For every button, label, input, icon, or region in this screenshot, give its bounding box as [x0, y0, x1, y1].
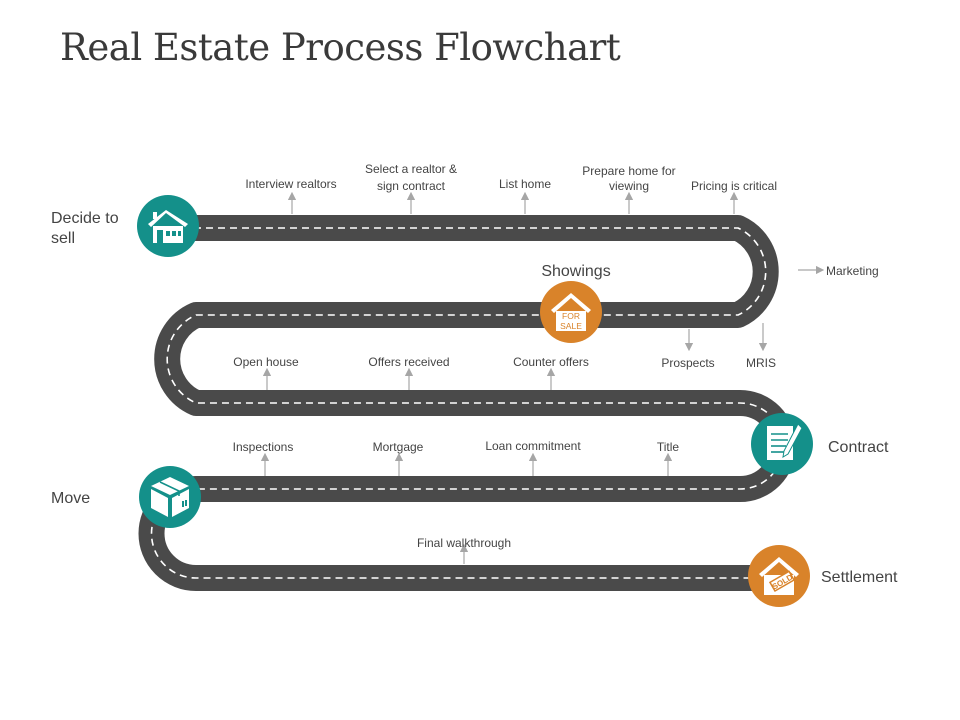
step-arrows	[260, 191, 825, 564]
for-sale-text-line1: FOR	[562, 311, 580, 321]
step-offers-received: Offers received	[368, 355, 449, 369]
stage-move: Move	[51, 490, 90, 507]
step-final-walkthrough: Final walkthrough	[417, 536, 511, 550]
page-title: Real Estate Process Flowchart	[60, 26, 621, 69]
step-inspections: Inspections	[233, 440, 294, 454]
winding-road	[138, 215, 796, 591]
contract-notepad-icon	[751, 413, 813, 475]
step-select-realtor-line1: Select a realtor &	[365, 162, 457, 176]
step-open-house: Open house	[233, 355, 299, 369]
moving-box-icon	[139, 466, 201, 528]
sold-house-icon: SOLD	[748, 545, 810, 607]
step-prepare-home-line2: viewing	[609, 179, 649, 193]
step-list-home: List home	[499, 177, 551, 191]
step-title: Title	[657, 440, 680, 454]
step-prospects: Prospects	[661, 356, 714, 370]
step-marketing: Marketing	[826, 264, 879, 278]
stage-showings: Showings	[541, 263, 610, 280]
step-pricing-critical: Pricing is critical	[691, 179, 777, 193]
for-sale-text-line2: SALE	[560, 321, 582, 331]
step-loan-commitment: Loan commitment	[485, 439, 581, 453]
step-prepare-home-line1: Prepare home for	[582, 164, 675, 178]
step-mris: MRIS	[746, 356, 776, 370]
step-mortgage: Mortgage	[373, 440, 424, 454]
for-sale-sign-icon: FOR SALE	[540, 281, 602, 343]
step-interview-realtors: Interview realtors	[245, 177, 336, 191]
stage-decide-line1: Decide to	[51, 210, 119, 227]
stage-contract: Contract	[828, 439, 889, 456]
step-select-realtor-line2: sign contract	[377, 179, 446, 193]
step-counter-offers: Counter offers	[513, 355, 589, 369]
stage-decide-line2: sell	[51, 230, 75, 247]
stage-settlement: Settlement	[821, 569, 898, 586]
house-icon	[137, 195, 199, 257]
